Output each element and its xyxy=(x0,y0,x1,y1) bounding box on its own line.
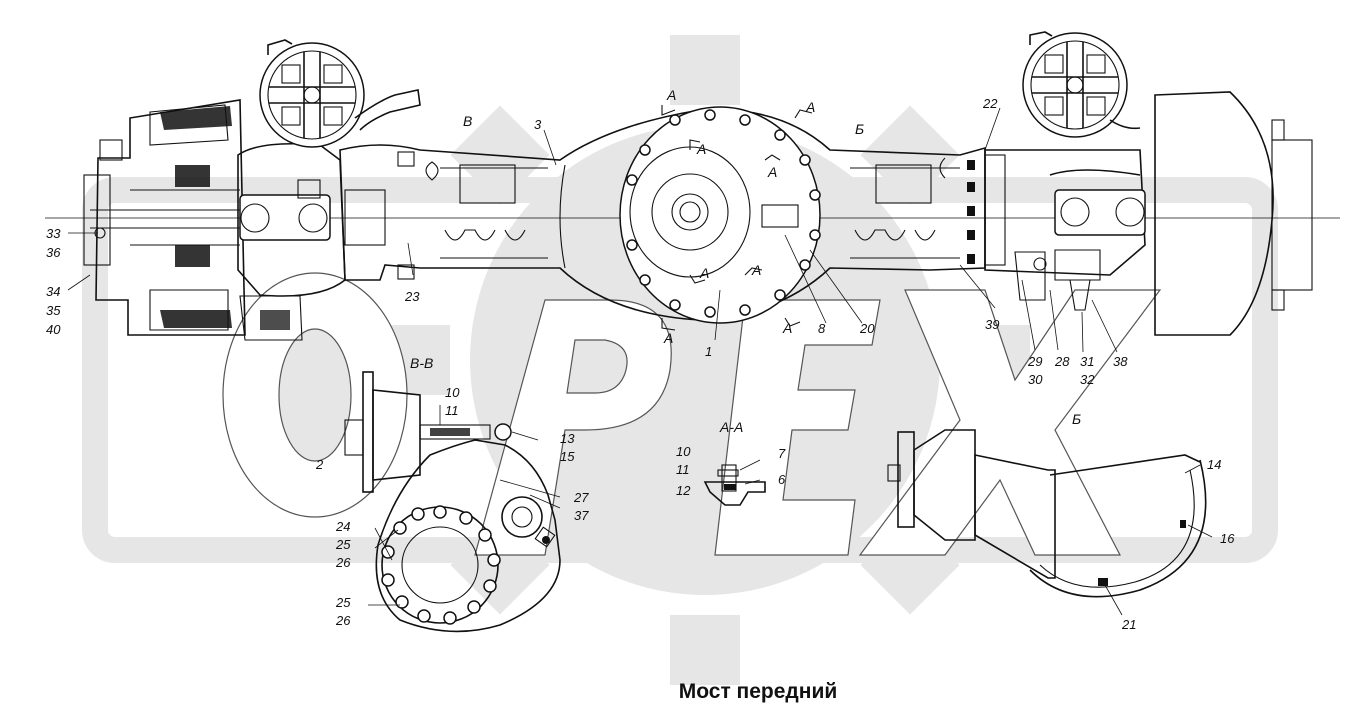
callout-35: 35 xyxy=(46,303,61,318)
callout-13: 13 xyxy=(560,431,575,446)
callout-1: 1 xyxy=(705,344,712,359)
callout-10-aa: 10 xyxy=(676,444,691,459)
callout-6: 6 xyxy=(778,472,786,487)
section-bb-detail xyxy=(344,371,561,633)
a-mark-2: А xyxy=(805,99,815,115)
callout-33: 33 xyxy=(46,226,61,241)
section-label-b-right: Б xyxy=(855,121,864,137)
callout-40: 40 xyxy=(46,322,61,337)
callout-26-b: 26 xyxy=(335,613,351,628)
section-aa-detail xyxy=(703,464,766,506)
callout-34: 34 xyxy=(46,284,60,299)
callout-20: 20 xyxy=(859,321,875,336)
callout-8: 8 xyxy=(818,321,826,336)
callout-30: 30 xyxy=(1028,372,1043,387)
axle-assembly xyxy=(45,31,1340,341)
callout-24: 24 xyxy=(335,519,350,534)
watermark-letters xyxy=(222,272,1162,556)
callout-2: 2 xyxy=(315,457,324,472)
callout-25-a: 25 xyxy=(335,537,351,552)
callout-21: 21 xyxy=(1121,617,1136,632)
callout-23: 23 xyxy=(404,289,420,304)
leader-lines xyxy=(67,107,1213,616)
differential-housing xyxy=(619,106,821,324)
a-mark-8: А xyxy=(782,320,792,336)
callout-22: 22 xyxy=(982,96,998,111)
callout-25-b: 25 xyxy=(335,595,351,610)
callout-38: 38 xyxy=(1113,354,1128,369)
right-knuckle xyxy=(967,91,1313,336)
callout-3: 3 xyxy=(534,117,542,132)
callout-11-aa: 11 xyxy=(676,462,690,477)
callout-15: 15 xyxy=(560,449,575,464)
left-hub xyxy=(83,99,246,336)
a-mark-1: А xyxy=(666,87,676,103)
section-b-detail xyxy=(887,429,1207,598)
a-mark-4: А xyxy=(767,164,777,180)
callout-28: 28 xyxy=(1054,354,1070,369)
left-brake-chamber xyxy=(259,39,421,148)
callout-39: 39 xyxy=(985,317,999,332)
callout-16: 16 xyxy=(1220,531,1235,546)
callout-14: 14 xyxy=(1207,457,1221,472)
a-mark-6: А xyxy=(751,262,761,278)
callout-37: 37 xyxy=(574,508,589,523)
watermark-logo xyxy=(82,35,1278,685)
a-mark-7: А xyxy=(663,330,673,346)
axle-beam xyxy=(339,108,986,321)
callout-32: 32 xyxy=(1080,372,1095,387)
callout-11-bb: 11 xyxy=(445,403,459,418)
callout-10-bb: 10 xyxy=(445,385,460,400)
section-label-vv: В-В xyxy=(410,355,433,371)
callout-29: 29 xyxy=(1027,354,1042,369)
callout-26-a: 26 xyxy=(335,555,351,570)
callout-7: 7 xyxy=(778,446,786,461)
section-label-aa: А-А xyxy=(719,419,743,435)
a-mark-3: А xyxy=(696,141,706,157)
callout-12: 12 xyxy=(676,483,691,498)
right-brake-chamber xyxy=(1022,31,1141,138)
callout-labels: 1 2 3 6 7 8 10 11 10 11 12 13 15 14 16 2… xyxy=(46,96,1235,632)
figure-caption: Мост передний xyxy=(679,680,838,703)
section-labels: В Б Б В-В А-А А А А А А А А А xyxy=(410,87,1081,435)
section-label-v: В xyxy=(463,113,472,129)
callout-31: 31 xyxy=(1080,354,1094,369)
section-cut-marks xyxy=(661,105,813,331)
section-label-b-lower: Б xyxy=(1072,411,1081,427)
callout-27: 27 xyxy=(573,490,589,505)
callout-36: 36 xyxy=(46,245,61,260)
a-mark-5: А xyxy=(699,265,709,281)
